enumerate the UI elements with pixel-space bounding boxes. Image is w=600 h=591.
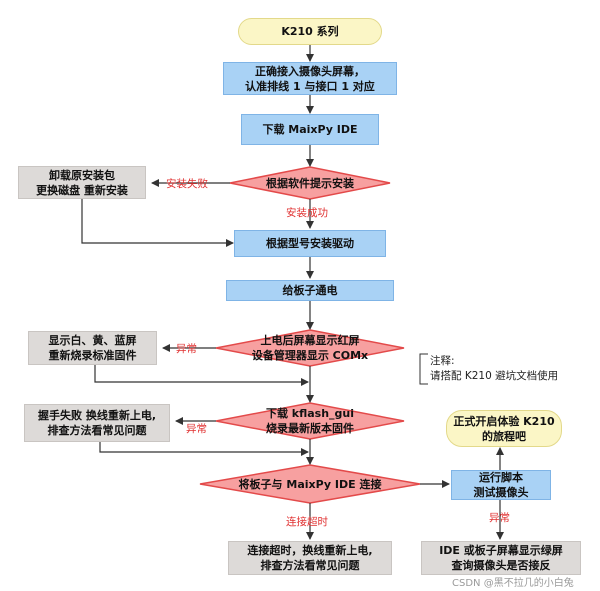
arrow-handshake-back <box>99 442 309 456</box>
node-reinstall-line2: 更换磁盘 重新安装 <box>36 183 128 197</box>
node-reinstall-line1: 卸载原安装包 <box>49 168 115 182</box>
node-camera-check: IDE 或板子屏幕显示绿屏 查询摄像头是否接反 <box>421 541 581 575</box>
node-power-board-text: 给板子通电 <box>282 284 338 297</box>
label-timeout: 连接超时 <box>286 516 328 528</box>
node-camera-check-line2: 查询摄像头是否接反 <box>451 559 551 572</box>
node-kflash: 下载 kflash_gui 烧录最新版本固件 <box>216 403 404 439</box>
node-screen-check: 上电后屏幕显示红屏 设备管理器显示 COMx <box>216 330 404 366</box>
arrow-reflash-back <box>94 365 309 386</box>
node-connect-camera: 正确接入摄像头屏幕， 认准排线 1 与接口 1 对应 <box>223 62 397 95</box>
label-abnormal-kflash: 异常 <box>186 423 207 435</box>
label-install-fail: 安装失败 <box>166 178 208 190</box>
node-install-driver: 根据型号安装驱动 <box>234 230 386 257</box>
node-reflash-std-line1: 显示白、黄、蓝屏 <box>48 334 137 347</box>
node-download-ide: 下载 MaixPy IDE <box>241 114 379 145</box>
node-run-script-line1: 运行脚本 <box>479 471 523 484</box>
node-camera-check-line1: IDE 或板子屏幕显示绿屏 <box>439 544 563 557</box>
node-handshake-fail-line1: 握手失败 换线重新上电, <box>37 409 156 422</box>
node-run-script: 运行脚本 测试摄像头 <box>451 470 551 500</box>
node-connect-camera-line2: 认准排线 1 与接口 1 对应 <box>245 79 375 93</box>
node-end-line2: 的旅程吧 <box>482 429 526 443</box>
note: 注释: 请搭配 K210 避坑文档使用 <box>430 354 558 384</box>
node-start-text: K210 系列 <box>281 25 339 38</box>
node-end-line1: 正式开启体验 K210 <box>453 414 555 428</box>
node-install-by-prompt-text: 根据软件提示安装 <box>266 176 354 190</box>
node-download-ide-text: 下载 MaixPy IDE <box>262 123 358 136</box>
node-timeout-fix-line1: 连接超时，换线重新上电, <box>247 544 373 557</box>
node-reinstall: 卸载原安装包 更换磁盘 重新安装 <box>18 166 146 199</box>
label-abnormal-screen: 异常 <box>176 343 197 355</box>
node-connect-ide-text: 将板子与 MaixPy IDE 连接 <box>238 477 382 491</box>
watermark: CSDN @黑不拉几的小白兔 <box>452 578 574 589</box>
node-end: 正式开启体验 K210 的旅程吧 <box>446 410 562 447</box>
node-power-board: 给板子通电 <box>226 280 394 301</box>
arrow-reinstall-driver <box>81 199 234 247</box>
node-connect-camera-line1: 正确接入摄像头屏幕， <box>255 64 365 78</box>
node-kflash-line1: 下载 kflash_gui <box>265 407 355 420</box>
label-abnormal-run: 异常 <box>489 512 510 524</box>
node-connect-ide: 将板子与 MaixPy IDE 连接 <box>200 465 420 503</box>
label-install-ok: 安装成功 <box>286 207 328 219</box>
node-reflash-std-line2: 重新烧录标准固件 <box>48 349 137 362</box>
node-handshake-fail: 握手失败 换线重新上电, 排查方法看常见问题 <box>24 404 170 442</box>
node-install-by-prompt: 根据软件提示安装 <box>230 167 390 199</box>
node-handshake-fail-line2: 排查方法看常见问题 <box>47 424 147 437</box>
node-screen-check-line2: 设备管理器显示 COMx <box>251 349 369 362</box>
node-start: K210 系列 <box>238 18 382 45</box>
note-bracket <box>419 353 428 385</box>
node-timeout-fix-line2: 排查方法看常见问题 <box>260 559 360 572</box>
node-run-script-line2: 测试摄像头 <box>473 486 529 499</box>
node-timeout-fix: 连接超时，换线重新上电, 排查方法看常见问题 <box>228 541 392 575</box>
node-kflash-line2: 烧录最新版本固件 <box>266 422 354 435</box>
node-screen-check-line1: 上电后屏幕显示红屏 <box>260 334 360 347</box>
note-body: 请搭配 K210 避坑文档使用 <box>430 370 559 382</box>
note-title: 注释: <box>430 355 455 367</box>
node-install-driver-text: 根据型号安装驱动 <box>266 237 354 250</box>
node-reflash-std: 显示白、黄、蓝屏 重新烧录标准固件 <box>28 331 157 365</box>
